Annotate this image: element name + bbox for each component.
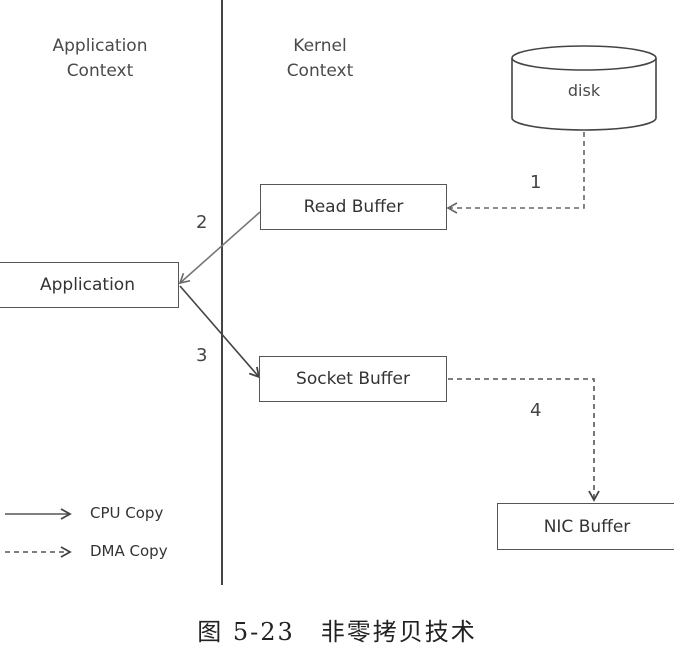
legend-dma-copy-label: DMA Copy (90, 542, 168, 560)
application-context-line-1: Application (52, 36, 148, 56)
arrow-disk-to-read-buffer (446, 132, 585, 214)
step-3-label: 3 (196, 345, 208, 366)
disk-cylinder (511, 45, 657, 131)
application-context-label: Application Context (30, 34, 170, 84)
kernel-context-line-2: Context (286, 61, 354, 81)
arrow-read-buffer-to-application (178, 211, 261, 285)
socket-buffer-box: Socket Buffer (259, 356, 447, 402)
arrow-socket-buffer-to-nic-buffer (448, 378, 600, 502)
step-4-label: 4 (530, 400, 542, 421)
disk-label: disk (567, 81, 601, 100)
application-context-line-2: Context (66, 61, 134, 81)
kernel-context-label: Kernel Context (255, 34, 385, 84)
kernel-context-line-1: Kernel (293, 36, 347, 56)
step-2-label: 2 (196, 212, 208, 233)
legend-cpu-copy-label: CPU Copy (90, 504, 164, 522)
figure-caption: 图 5-23 非零拷贝技术 (197, 618, 477, 646)
nic-buffer-box: NIC Buffer (497, 503, 674, 550)
read-buffer-box: Read Buffer (260, 184, 447, 230)
step-1-label: 1 (530, 172, 542, 193)
arrow-application-to-socket-buffer (179, 285, 261, 379)
application-box: Application (0, 262, 179, 308)
